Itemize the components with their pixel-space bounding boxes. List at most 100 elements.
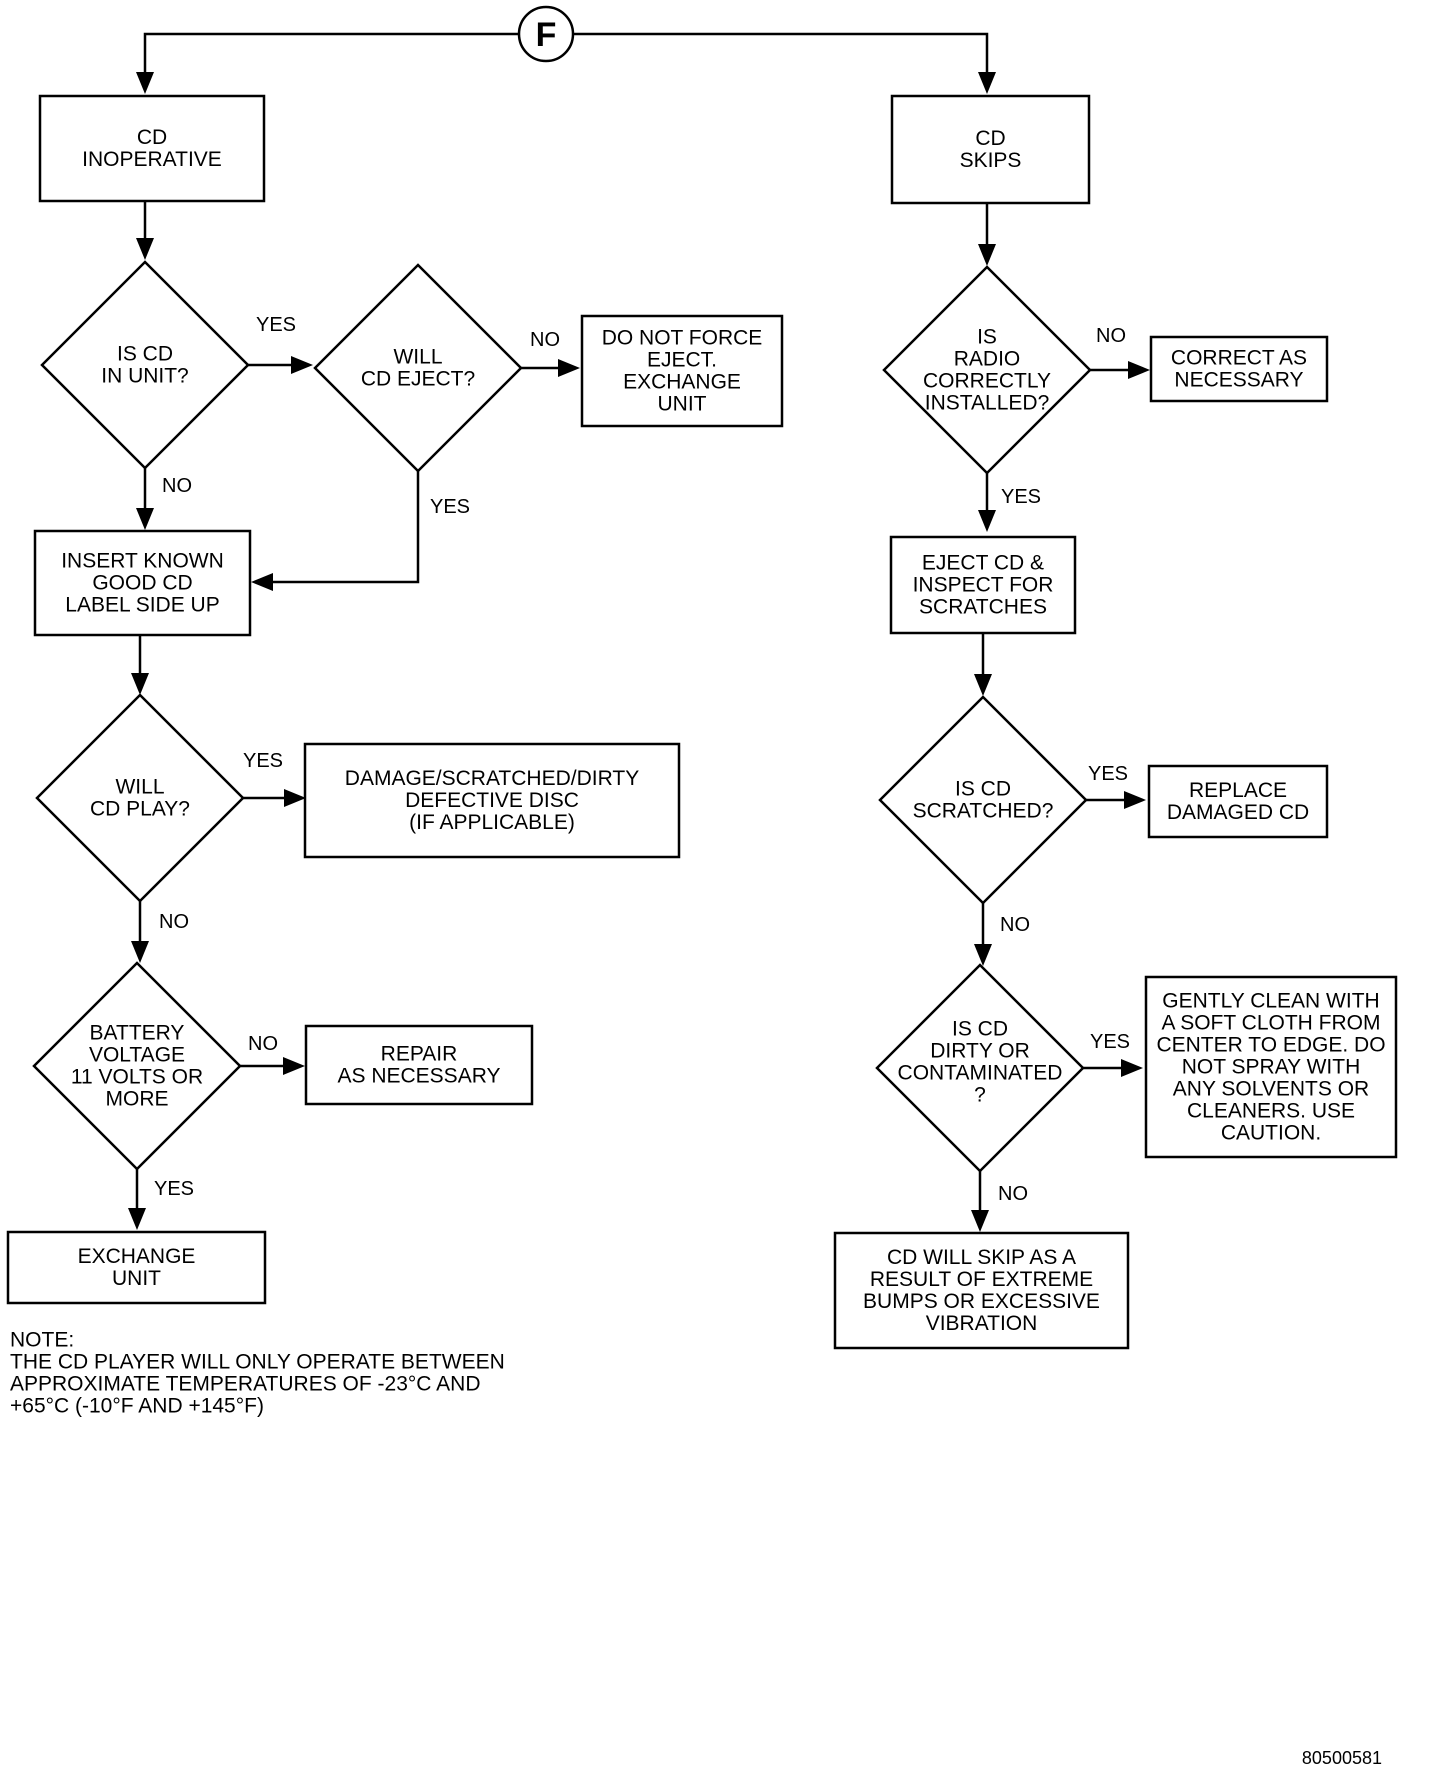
damaged-disc-line: DAMAGE/SCRATCHED/DIRTY [345, 767, 639, 790]
cd-inoperative-box-outline [38, 94, 266, 203]
cd-inoperative-line: CD [137, 126, 167, 149]
no-label: NO [159, 911, 189, 933]
no-label: NO [248, 1033, 278, 1055]
arrowhead-right [284, 789, 306, 807]
cd-skips-box [890, 94, 1091, 205]
arrowhead-down [974, 674, 992, 696]
exchange-unit-line: UNIT [112, 1267, 161, 1290]
will-cd-eject-line: CD EJECT? [361, 368, 475, 391]
note-line: NOTE: [10, 1329, 74, 1352]
radio-installed-line: INSTALLED? [925, 392, 1050, 415]
gently-clean-box-outline [1144, 975, 1398, 1159]
correct-as-necessary-line: NECESSARY [1174, 369, 1303, 392]
battery-voltage-line: 11 VOLTS OR [71, 1066, 203, 1089]
battery-voltage-line: BATTERY [90, 1022, 185, 1045]
battery-voltage-line: MORE [106, 1088, 169, 1111]
is-cd-scratched-line: SCRATCHED? [913, 800, 1054, 823]
exchange-unit-box-outline [6, 1230, 267, 1305]
cd-skips-line: CD [975, 127, 1005, 150]
connector-f-circle [517, 5, 575, 63]
correct-as-necessary-line: CORRECT AS [1171, 347, 1307, 370]
no-label: NO [998, 1183, 1028, 1205]
no-label: NO [162, 475, 192, 497]
battery-voltage-line: VOLTAGE [89, 1044, 185, 1067]
is-cd-dirty-line: DIRTY OR [930, 1040, 1030, 1063]
arrowhead-down [131, 941, 149, 963]
cd-will-skip-line: VIBRATION [926, 1312, 1038, 1335]
arrowhead-down [136, 508, 154, 530]
arrowhead-right [1124, 791, 1146, 809]
arrowhead-left [251, 573, 273, 591]
is-cd-in-unit-line: IS CD [117, 343, 173, 366]
radio-installed-line: IS [977, 326, 997, 349]
connector-f-label: F [536, 16, 557, 54]
do-not-force-eject-line: UNIT [658, 393, 707, 416]
gently-clean-line: CLEANERS. USE [1187, 1100, 1355, 1123]
do-not-force-eject-line: EJECT. [647, 349, 717, 372]
replace-damaged-cd-box-outline [1147, 764, 1329, 839]
insert-known-good-cd-line: GOOD CD [92, 572, 192, 595]
cd-skips-box-outline [890, 94, 1091, 205]
exchange-unit-line: EXCHANGE [78, 1245, 196, 1268]
yes-label: YES [430, 496, 470, 518]
note-line: APPROXIMATE TEMPERATURES OF -23°C AND [10, 1373, 480, 1396]
gently-clean-line: CAUTION. [1221, 1122, 1321, 1145]
gently-clean-line: A SOFT CLOTH FROM [1162, 1012, 1381, 1035]
replace-damaged-cd-box [1147, 764, 1329, 839]
do-not-force-eject-box-outline [580, 314, 784, 428]
yes-label: YES [154, 1178, 194, 1200]
note-line: +65°C (-10°F AND +145°F) [10, 1395, 264, 1418]
insert-known-good-cd-box-outline [33, 529, 252, 637]
arrowhead-down [978, 510, 996, 532]
gently-clean-line: NOT SPRAY WITH [1182, 1056, 1361, 1079]
will-cd-eject-line: WILL [393, 346, 442, 369]
insert-known-good-cd-line: INSERT KNOWN [61, 550, 224, 573]
eject-inspect-line: SCRATCHES [919, 596, 1047, 619]
eject-inspect-line: INSPECT FOR [913, 574, 1054, 597]
arrowhead-right [1121, 1059, 1143, 1077]
will-cd-play-line: WILL [115, 776, 164, 799]
arrowhead-down [136, 238, 154, 260]
no-label: NO [1000, 914, 1030, 936]
yes-label: YES [1001, 486, 1041, 508]
arrowhead-down [971, 1210, 989, 1232]
damaged-disc-box [303, 742, 681, 859]
note-line: THE CD PLAYER WILL ONLY OPERATE BETWEEN [10, 1351, 505, 1374]
is-cd-in-unit-line: IN UNIT? [101, 365, 189, 388]
repair-as-necessary-line: AS NECESSARY [337, 1065, 500, 1088]
no-label: NO [1096, 325, 1126, 347]
eject-inspect-line: EJECT CD & [922, 552, 1044, 575]
is-cd-dirty-line: ? [974, 1084, 986, 1107]
gently-clean-box [1144, 975, 1398, 1159]
yes-label: YES [243, 750, 283, 772]
is-cd-dirty-line: CONTAMINATED [898, 1062, 1063, 1085]
cd-will-skip-line: BUMPS OR EXCESSIVE [863, 1290, 1100, 1313]
radio-installed-line: RADIO [954, 348, 1021, 371]
yes-label: YES [1088, 763, 1128, 785]
gently-clean-line: GENTLY CLEAN WITH [1162, 990, 1379, 1013]
insert-known-good-cd-line: LABEL SIDE UP [65, 594, 219, 617]
repair-as-necessary-line: REPAIR [381, 1043, 458, 1066]
cd-skips-line: SKIPS [960, 149, 1022, 172]
replace-damaged-cd-line: DAMAGED CD [1167, 801, 1309, 824]
yes-label: YES [256, 314, 296, 336]
insert-known-good-cd-box [33, 529, 252, 637]
arrowhead-right [283, 1057, 305, 1075]
cd-will-skip-line: CD WILL SKIP AS A [887, 1246, 1076, 1269]
is-cd-scratched-line: IS CD [955, 778, 1011, 801]
exchange-unit-box [6, 1230, 267, 1305]
